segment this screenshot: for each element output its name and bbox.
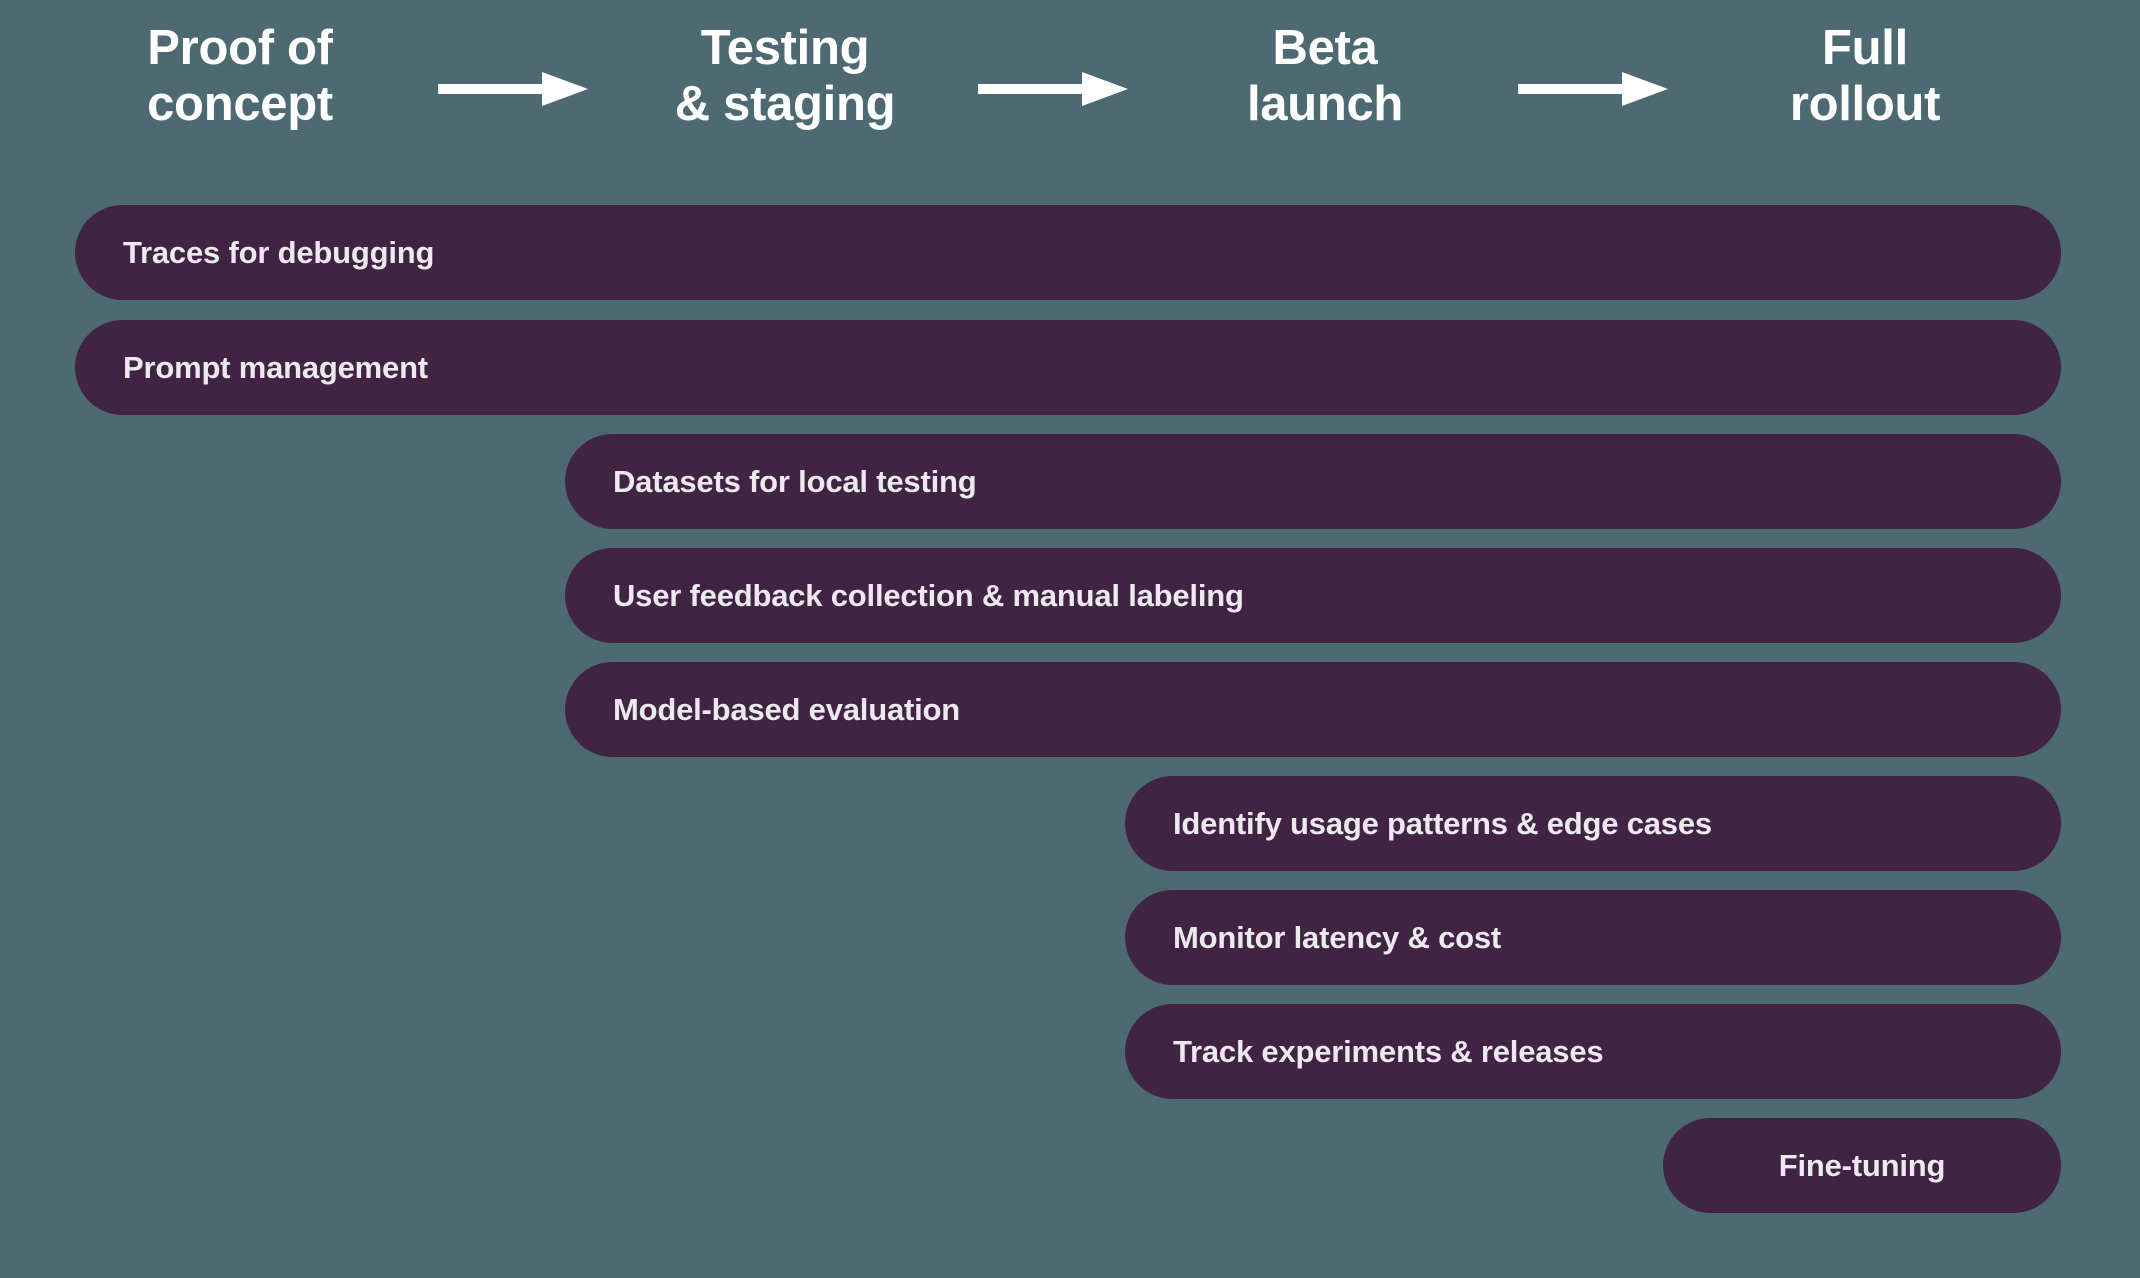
capability-bar[interactable]: Identify usage patterns & edge cases — [1125, 776, 2061, 871]
capability-bar-label: Datasets for local testing — [613, 463, 977, 499]
capability-bar-label: Monitor latency & cost — [1173, 919, 1502, 955]
capability-bar[interactable]: Fine-tuning — [1663, 1118, 2061, 1213]
capability-bar-label: Traces for debugging — [123, 234, 435, 270]
capability-bar-label: Track experiments & releases — [1173, 1033, 1604, 1069]
capability-bar[interactable]: Monitor latency & cost — [1125, 890, 2061, 985]
arrow-testing-to-beta — [978, 72, 1128, 106]
capability-bar[interactable]: Track experiments & releases — [1125, 1004, 2061, 1099]
capability-bar-label: Model-based evaluation — [613, 691, 960, 727]
capability-bar[interactable]: User feedback collection & manual labeli… — [565, 548, 2061, 643]
capability-bar[interactable]: Datasets for local testing — [565, 434, 2061, 529]
stage-label-1: Testing & staging — [674, 21, 896, 132]
capability-bar-label: Fine-tuning — [1778, 1147, 1946, 1183]
capability-bar-label: User feedback collection & manual labeli… — [613, 577, 1244, 613]
arrow-poc-to-testing — [438, 72, 588, 106]
arrow-beta-to-rollout — [1518, 72, 1668, 106]
stage-label-3: Full rollout — [1789, 21, 1941, 132]
capability-bar-label: Prompt management — [123, 349, 428, 385]
stage-label-2: Beta launch — [1246, 21, 1404, 132]
stage-label-0: Proof of concept — [147, 21, 333, 132]
capability-bar-label: Identify usage patterns & edge cases — [1173, 805, 1712, 841]
capability-bar[interactable]: Model-based evaluation — [565, 662, 2061, 757]
capability-bar[interactable]: Traces for debugging — [75, 205, 2061, 300]
capability-bar[interactable]: Prompt management — [75, 320, 2061, 415]
